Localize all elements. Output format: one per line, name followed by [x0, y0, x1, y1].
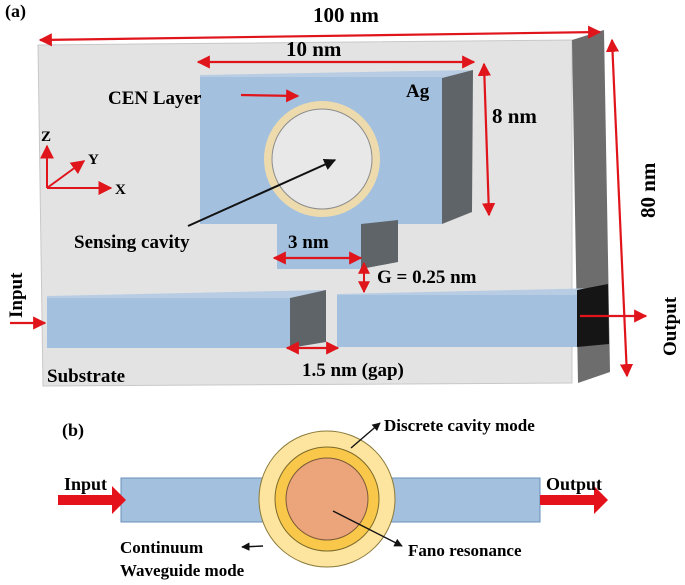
output-block-arrow: [540, 486, 608, 514]
label-output-b: Output: [546, 474, 602, 494]
dim-coupling-gap-label: G = 0.25 nm: [377, 267, 477, 288]
coordinate-axes: [40, 144, 113, 195]
dim-ag-width-label: 10 nm: [286, 37, 342, 61]
discrete-mode-pointer: [350, 422, 381, 449]
sensing-cavity-circle: [271, 108, 373, 210]
label-sensing-cavity: Sensing cavity: [74, 232, 190, 253]
fano-pointer: [332, 510, 403, 547]
stub-side: [361, 220, 398, 269]
ag-block-side: [442, 70, 473, 224]
continuum-pointer: [241, 542, 264, 551]
dim-total-width-label: 100 nm: [313, 3, 379, 27]
axis-x-label: X: [115, 182, 126, 198]
axis-z-label: Z: [41, 129, 51, 145]
label-output-a: Output: [660, 296, 681, 356]
dim-stub-width-label: 3 nm: [288, 232, 329, 253]
left-waveguide-top: [47, 290, 326, 300]
label-ag: Ag: [406, 81, 430, 102]
sensing-cavity-pointer-arrow: [187, 158, 337, 227]
right-waveguide-front: [337, 295, 577, 347]
input-block-arrow: [58, 486, 126, 514]
axis-y-label: Y: [88, 152, 99, 168]
label-continuum: Continuum: [120, 538, 203, 557]
left-waveguide-side: [290, 290, 326, 348]
panel-a: (a) 100 nm 10 nm CEN Layer Ag 8 nm Sensi…: [5, 1, 681, 387]
label-discrete-cavity-mode: Discrete cavity mode: [384, 416, 535, 435]
mode-inner-circle: [285, 457, 369, 541]
cen-layer-pointer-arrow: [240, 89, 300, 103]
dim-ag-height-arrow: [477, 62, 496, 217]
dim-total-width-arrow: [38, 25, 602, 47]
label-substrate: Substrate: [47, 366, 125, 387]
dim-total-height-arrow: [605, 38, 634, 378]
dim-total-height-label: 80 nm: [636, 162, 660, 218]
left-waveguide-front: [47, 298, 290, 348]
label-waveguide-mode: Waveguide mode: [120, 561, 245, 580]
label-cen-layer: CEN Layer: [108, 88, 202, 109]
panel-b: (b) Input Output Discrete cavity mode Fa…: [58, 416, 608, 580]
dim-waveguide-gap-label: 1.5 nm (gap): [302, 360, 404, 381]
label-fano-resonance: Fano resonance: [408, 541, 522, 560]
panel-b-tag: (b): [62, 420, 84, 441]
label-input-a: Input: [6, 272, 27, 318]
axis-y-arrow: [46, 160, 86, 189]
panel-a-tag: (a): [5, 1, 26, 22]
right-waveguide-top: [337, 288, 604, 297]
dim-ag-height-label: 8 nm: [492, 104, 537, 128]
label-input-b: Input: [64, 474, 107, 494]
